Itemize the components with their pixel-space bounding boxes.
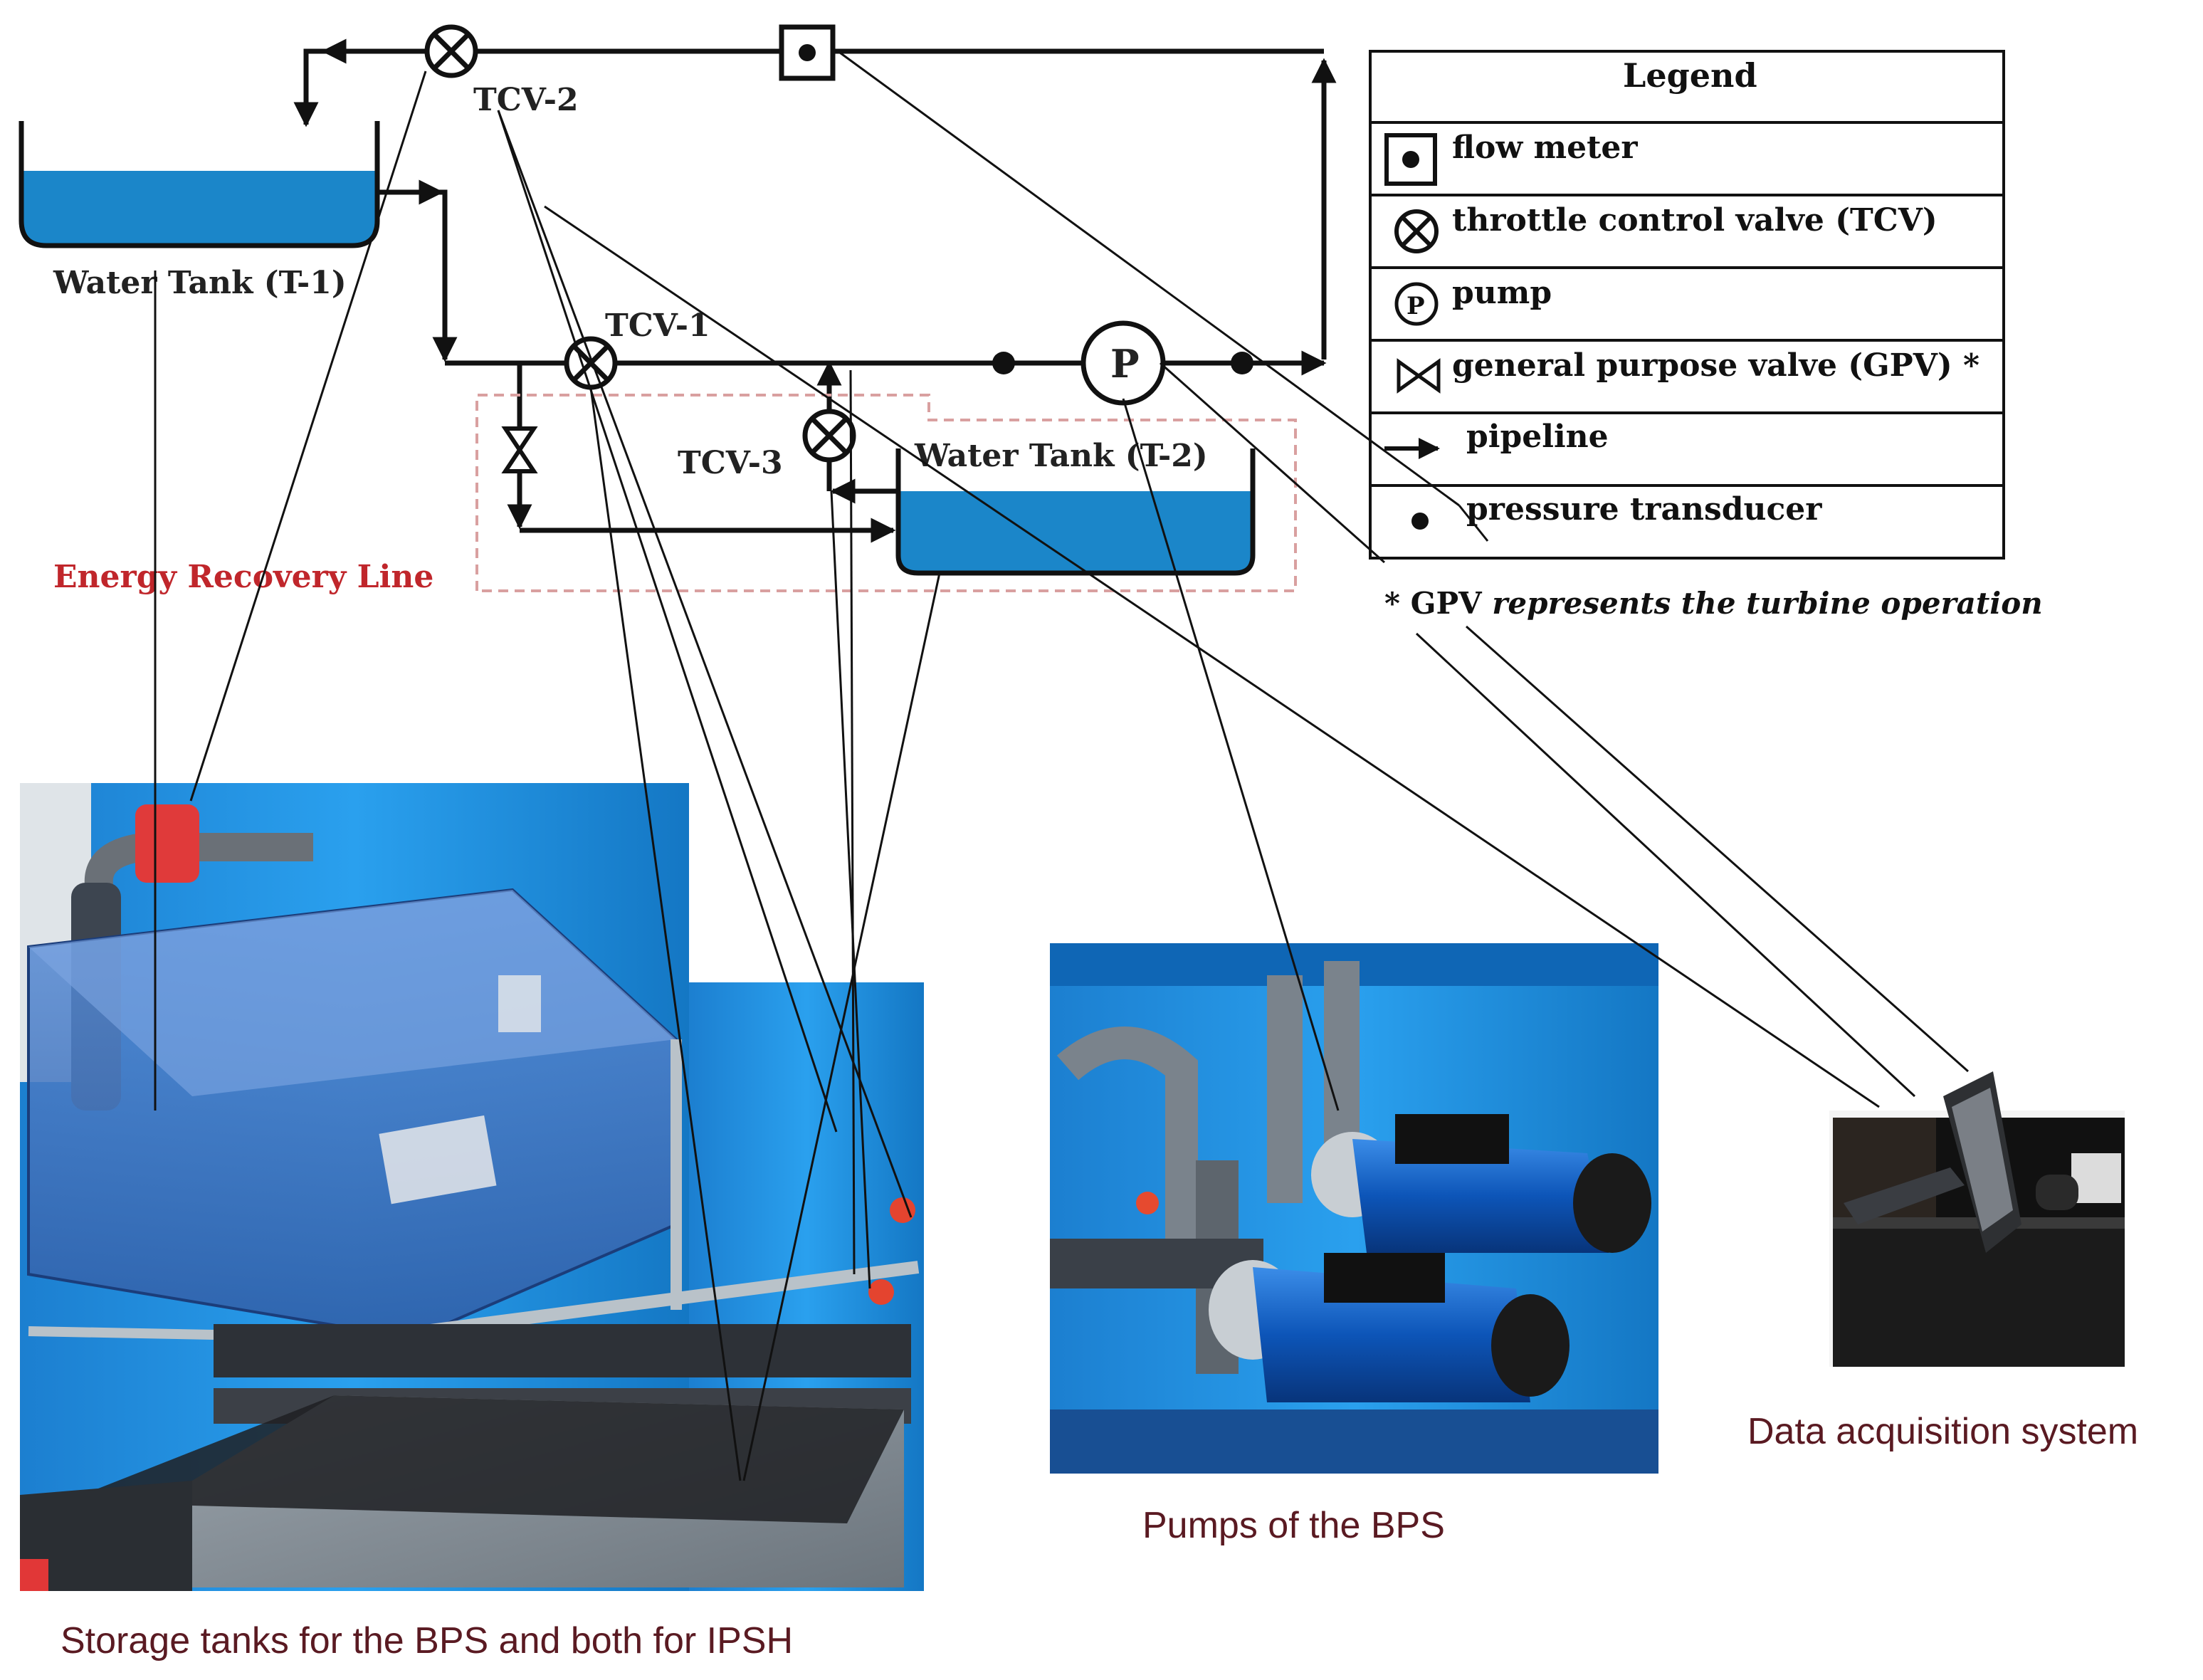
legend-label-pipeline: pipeline [1466, 419, 1609, 455]
legend-title: Legend [1623, 56, 1757, 95]
legend-label-gpv: general purpose valve (GPV) * [1452, 347, 1979, 384]
pump-symbol-label: P [1110, 341, 1140, 387]
pumps-caption: Pumps of the BPS [1142, 1505, 1445, 1546]
tcv3-valve-icon [802, 409, 856, 463]
flow-meter-icon [1384, 133, 1437, 186]
gpv-icon [1397, 358, 1441, 394]
pressure-dot-icon [1411, 513, 1429, 530]
storage-tanks-photo [20, 783, 924, 1591]
leader-lines [154, 51, 1969, 1481]
daq-caption: Data acquisition system [1747, 1411, 2138, 1452]
legend-note: * GPV represents the turbine operation [1384, 586, 2043, 621]
tcv2-valve-icon [424, 24, 478, 78]
tcv2-label: TCV-2 [473, 82, 579, 118]
energy-recovery-boundary [475, 394, 1297, 592]
water-tank-t1 [19, 121, 380, 248]
daq-photo [1829, 1071, 2125, 1367]
tank-t1-label: Water Tank (T-1) [53, 265, 347, 301]
tcv3-label: TCV-3 [678, 445, 783, 481]
legend-label-pump: pump [1452, 275, 1552, 311]
tcv1-valve-icon [564, 336, 618, 390]
gpv-valve-icon [501, 426, 538, 473]
tank-t2-label: Water Tank (T-2) [914, 438, 1208, 474]
pump-icon [1081, 320, 1166, 406]
energy-recovery-label: Energy Recovery Line [53, 559, 433, 595]
pump-icon: P [1394, 282, 1439, 326]
pumps-photo [1050, 943, 1658, 1474]
legend-label-flow-meter: flow meter [1452, 130, 1638, 166]
legend-box [1369, 50, 2005, 560]
tcv1-label: TCV-1 [605, 308, 710, 344]
pressure-transducer-icon [992, 352, 1015, 374]
flow-meter-icon [779, 24, 836, 81]
pressure-transducer-icon [1231, 352, 1253, 374]
water-tank-t2 [895, 448, 1256, 576]
legend-label-tcv: throttle control valve (TCV) [1452, 202, 1938, 238]
storage-caption: Storage tanks for the BPS and both for I… [61, 1620, 793, 1661]
legend-label-pressure: pressure transducer [1466, 491, 1822, 527]
throttle-valve-icon [1394, 209, 1439, 253]
svg-text:P: P [1407, 292, 1425, 320]
